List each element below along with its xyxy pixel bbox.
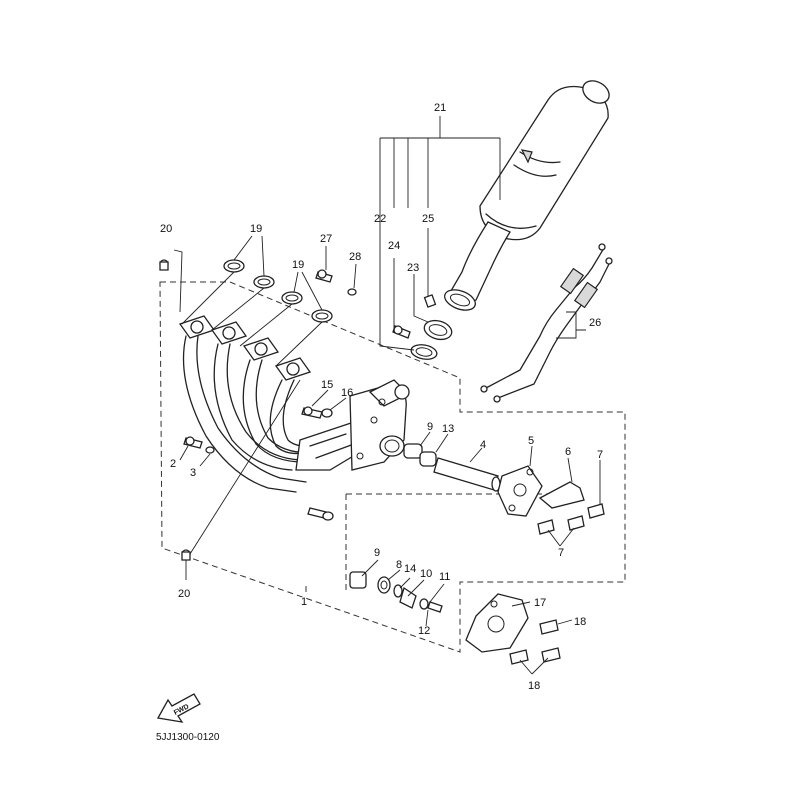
callout-23: 23 (407, 262, 419, 274)
callout-8: 8 (396, 559, 402, 571)
valve-cover (465, 593, 561, 665)
callout-21: 21 (434, 102, 446, 114)
callout-14: 14 (404, 563, 416, 575)
callout-7-lower: 7 (558, 547, 564, 559)
callout-16: 16 (341, 387, 353, 399)
callout-25: 25 (422, 213, 434, 225)
callout-3: 3 (190, 467, 196, 479)
valve-assembly (403, 443, 605, 535)
callout-27: 27 (320, 233, 332, 245)
callout-28: 28 (349, 251, 361, 263)
callout-17: 17 (534, 597, 546, 609)
diagram-code: 5JJ1300-0120 (156, 732, 220, 743)
pipe-clamp (392, 294, 453, 341)
callout-4: 4 (480, 439, 486, 451)
callout-26: 26 (589, 317, 601, 329)
callout-13: 13 (442, 423, 454, 435)
callout-9-lower: 9 (374, 547, 380, 559)
leader-lines (173, 116, 601, 675)
control-cables (480, 243, 613, 403)
callout-22: 22 (374, 213, 386, 225)
callout-15: 15 (321, 379, 333, 391)
callout-10: 10 (420, 568, 432, 580)
callout-9-upper: 9 (427, 421, 433, 433)
gasket (410, 344, 438, 360)
callout-labels: 1 2 3 4 5 6 7 7 8 9 9 10 11 12 13 14 15 … (160, 102, 603, 692)
link-pipe (444, 221, 511, 311)
callout-20-upper: 20 (160, 223, 172, 235)
callout-20-lower: 20 (178, 588, 190, 600)
callout-2: 2 (170, 458, 176, 470)
callout-6: 6 (565, 446, 571, 458)
muffler (479, 80, 610, 241)
callout-18-lower: 18 (528, 680, 540, 692)
callout-5: 5 (528, 435, 534, 447)
callout-7-upper: 7 (597, 449, 603, 461)
valve-lower-parts (349, 571, 443, 613)
forward-direction-arrow: FWD (156, 693, 201, 723)
callout-24: 24 (388, 240, 400, 252)
callout-19-left: 19 (250, 223, 262, 235)
callout-1: 1 (301, 596, 307, 608)
callout-18-upper: 18 (574, 616, 586, 628)
header-hardware (159, 259, 357, 561)
callout-12: 12 (418, 625, 430, 637)
callout-11: 11 (439, 571, 450, 583)
callout-19-right: 19 (292, 259, 304, 271)
exhaust-headers (178, 315, 410, 493)
